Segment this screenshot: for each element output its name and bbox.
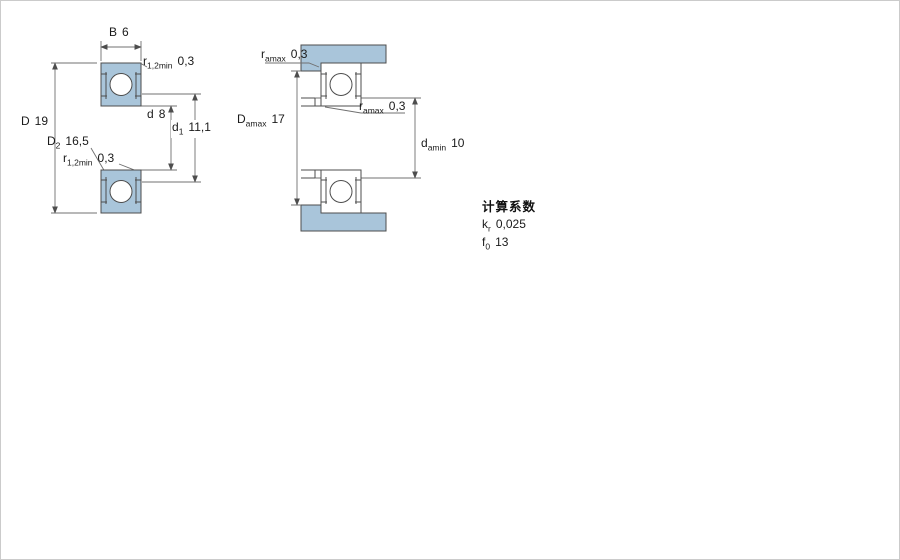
dim-label-ramax-top: ramax 0,3 bbox=[261, 47, 307, 65]
calc-factor-f0: f0 13 bbox=[482, 235, 508, 253]
dim-symbol: D bbox=[47, 134, 56, 148]
dim-subscript: 1 bbox=[178, 126, 184, 137]
calc-factor-kr: kr 0,025 bbox=[482, 217, 526, 235]
dim-subscript: 1,2min bbox=[147, 60, 173, 71]
dim-label-ramax-mid: ramax 0,3 bbox=[359, 99, 405, 117]
dim-subscript: r bbox=[488, 223, 491, 234]
dim-label-D: D 19 bbox=[21, 114, 48, 132]
dim-symbol: d bbox=[421, 136, 428, 150]
dim-label-r12-bottom: r1,2min 0,3 bbox=[63, 151, 114, 169]
dim-value: 0,3 bbox=[290, 47, 308, 61]
right-dimension-lines bbox=[265, 62, 418, 206]
dim-value: 11,1 bbox=[188, 120, 211, 134]
dim-value: 8 bbox=[158, 107, 166, 121]
bearing-section-bottom bbox=[100, 169, 142, 214]
dim-subscript: amax bbox=[245, 118, 267, 129]
dim-symbol: r bbox=[261, 47, 265, 61]
dim-value: 0,025 bbox=[495, 217, 526, 231]
ra-top-leader-line bbox=[265, 62, 320, 68]
dim-symbol: B bbox=[109, 25, 118, 39]
right-mounting-diagram bbox=[265, 44, 421, 232]
dim-subscript: amax bbox=[363, 105, 384, 116]
dim-symbol: f bbox=[482, 235, 486, 249]
dim-value: 13 bbox=[495, 235, 509, 249]
bearing-outline-top bbox=[320, 62, 362, 107]
shield-lines bbox=[101, 72, 141, 99]
ra-mid-leader-line bbox=[324, 106, 405, 114]
dim-value: 17 bbox=[271, 112, 285, 126]
dim-symbol: r bbox=[143, 54, 147, 68]
ball-icon bbox=[109, 73, 133, 96]
shield-lines bbox=[101, 177, 141, 204]
dim-value: 19 bbox=[34, 114, 49, 128]
dim-label-D2: D2 16,5 bbox=[47, 134, 89, 152]
dim-symbol: D bbox=[21, 114, 30, 128]
dim-subscript: 2 bbox=[55, 140, 61, 151]
dim-subscript: 1,2min bbox=[67, 157, 93, 168]
dim-value: 0,3 bbox=[97, 151, 115, 165]
dim-symbol: D bbox=[237, 112, 246, 126]
left-bearing-diagram bbox=[51, 41, 201, 214]
dim-label-Damax: Damax 17 bbox=[237, 112, 285, 130]
d2-leader-line bbox=[90, 147, 106, 173]
ball-icon bbox=[329, 180, 353, 203]
dim-label-d1: d1 11,1 bbox=[171, 120, 212, 139]
dim-subscript: amin bbox=[427, 142, 447, 153]
dim-label-damin: damin 10 bbox=[421, 136, 464, 154]
dim-subscript: amax bbox=[265, 53, 286, 64]
dim-symbol: k bbox=[482, 217, 488, 231]
dim-symbol: r bbox=[359, 99, 363, 113]
dim-value: 10 bbox=[451, 136, 465, 150]
shield-lines bbox=[321, 177, 361, 204]
bearing-outline-bottom bbox=[320, 169, 362, 214]
calc-factors-title: 计算系数 bbox=[482, 200, 537, 214]
dim-value: 0,3 bbox=[177, 54, 195, 68]
left-dimension-lines bbox=[51, 41, 201, 214]
ball-icon bbox=[109, 180, 133, 203]
ball-icon bbox=[329, 73, 353, 96]
shaft-outline bbox=[301, 97, 321, 179]
dim-value: 16,5 bbox=[65, 134, 89, 148]
dim-label-r12-top: r1,2min 0,3 bbox=[143, 54, 194, 72]
shield-lines bbox=[321, 72, 361, 99]
dim-symbol: d bbox=[172, 120, 179, 134]
dim-value: 0,3 bbox=[388, 99, 406, 113]
bearing-section-top bbox=[100, 62, 142, 107]
dim-symbol: r bbox=[63, 151, 67, 165]
dim-symbol: d bbox=[147, 107, 154, 121]
dim-subscript: 0 bbox=[485, 241, 491, 252]
dim-value: 6 bbox=[122, 25, 129, 39]
